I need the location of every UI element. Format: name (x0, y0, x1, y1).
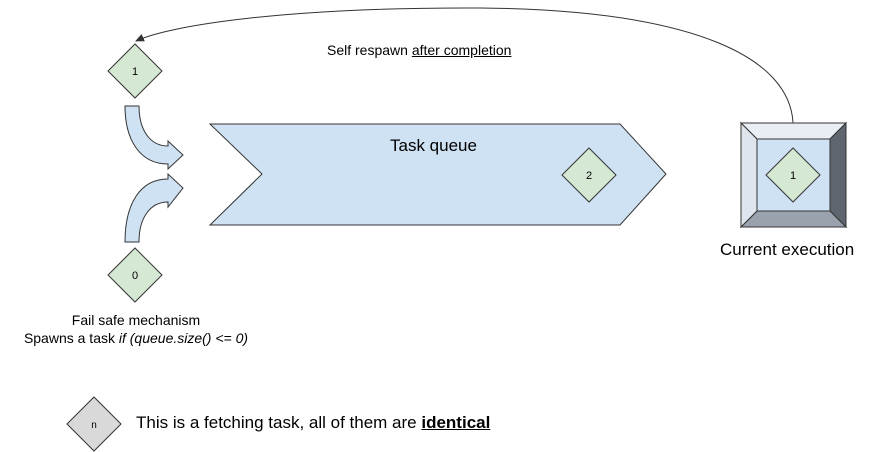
respawn-label-prefix: Self respawn (327, 42, 412, 58)
legend-text: This is a fetching task, all of them are… (136, 413, 490, 433)
respawn-label: Self respawn after completion (327, 42, 511, 58)
queue-task-number: 2 (586, 170, 592, 182)
respawned-task-number: 1 (132, 66, 138, 78)
failsafe-description: Fail safe mechanism Spawns a task if (qu… (0, 311, 272, 347)
failsafe-task-diamond (107, 247, 163, 303)
legend-diamond (66, 396, 122, 452)
task-queue-label: Task queue (390, 136, 477, 155)
task-queue-shape (208, 123, 667, 226)
failsafe-task-number: 0 (132, 270, 138, 282)
respawned-task-diamond (107, 43, 163, 99)
execution-task-number: 1 (790, 170, 796, 182)
failsafe-line1: Fail safe mechanism (71, 312, 201, 328)
respawn-arrow (135, 7, 794, 124)
failsafe-line2-prefix: Spawns a task (23, 330, 119, 346)
current-execution-label: Current execution (720, 240, 855, 259)
legend-symbol: n (91, 420, 97, 431)
failsafe-condition: if (queue.size() <= 0) (118, 330, 249, 346)
queue-task-diamond (561, 147, 617, 203)
legend-text-bold: identical (421, 413, 491, 432)
failsafe-line2: Spawns a task if (queue.size() <= 0) (0, 329, 272, 347)
enqueue-arrow-top (124, 105, 184, 171)
legend-text-prefix: This is a fetching task, all of them are (136, 413, 422, 432)
execution-task-diamond (765, 147, 821, 203)
enqueue-arrow-bottom (124, 172, 184, 243)
respawn-label-underlined: after completion (411, 42, 512, 58)
